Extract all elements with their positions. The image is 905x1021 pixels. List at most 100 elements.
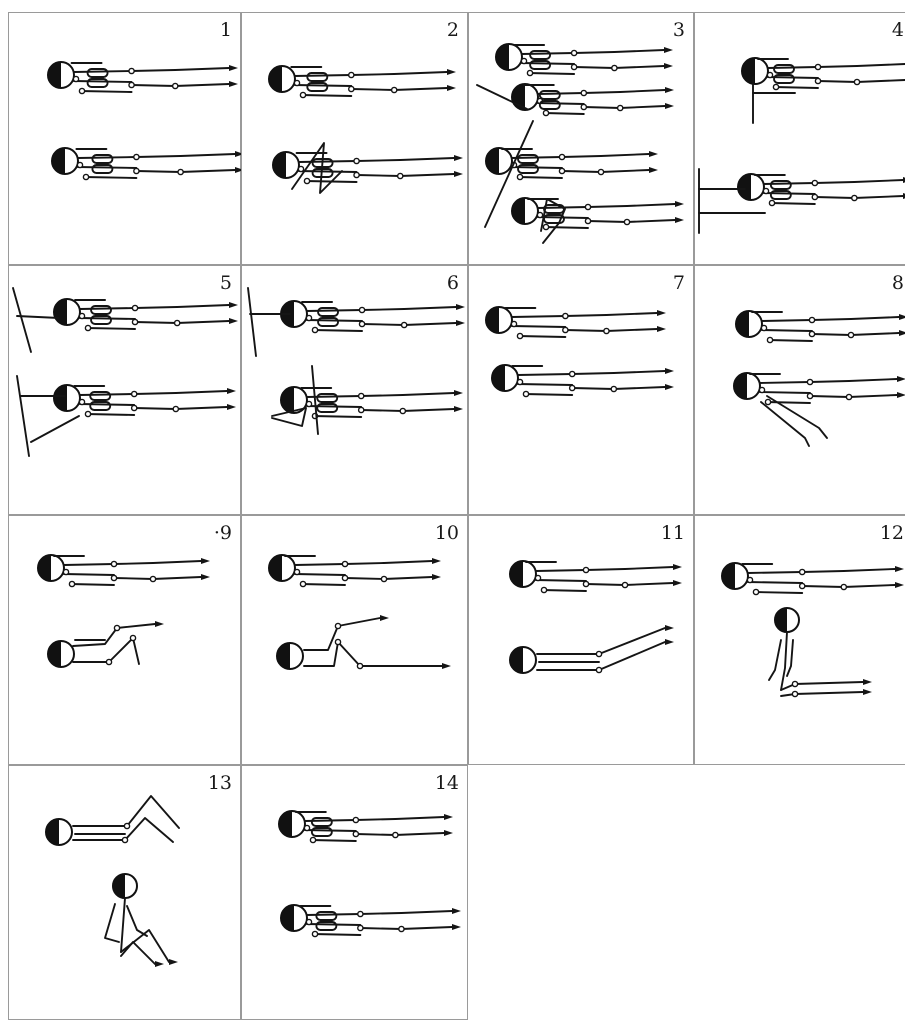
exercise-illustration xyxy=(242,266,469,516)
head xyxy=(722,563,748,589)
supine-figure xyxy=(277,615,451,669)
exercise-number: ·9 xyxy=(214,522,232,544)
exercise-illustration xyxy=(695,516,905,766)
exercise-illustration xyxy=(9,766,242,1021)
exercise-illustration xyxy=(469,13,695,266)
exercise-panel: 1 xyxy=(8,12,241,265)
supine-figure xyxy=(46,796,179,845)
exercise-number: 3 xyxy=(673,19,685,41)
exercise-panel: 4 xyxy=(694,12,905,265)
head xyxy=(492,365,518,391)
head xyxy=(113,874,137,898)
exercise-number: 13 xyxy=(208,772,232,794)
exercise-number: 8 xyxy=(892,272,904,294)
supine-figure xyxy=(496,44,673,76)
exercise-panel: 14 xyxy=(241,765,468,1020)
head xyxy=(277,643,303,669)
head xyxy=(48,641,74,667)
supine-figure xyxy=(269,555,441,587)
head xyxy=(510,561,536,587)
exercise-panel: 13 xyxy=(8,765,241,1020)
exercise-panel: 11 xyxy=(468,515,694,765)
exercise-number: 5 xyxy=(220,272,232,294)
exercise-panel: 3 xyxy=(468,12,694,265)
supine-figure xyxy=(742,58,905,90)
head xyxy=(269,555,295,581)
head xyxy=(46,819,72,845)
supine-figure xyxy=(38,555,210,587)
exercise-panel: 2 xyxy=(241,12,468,265)
exercise-panel: 12 xyxy=(694,515,905,765)
exercise-number: 10 xyxy=(435,522,459,544)
supine-figure xyxy=(48,62,238,94)
supine-figure xyxy=(54,299,238,331)
supine-figure xyxy=(510,561,682,593)
exercise-illustration xyxy=(242,516,469,766)
exercise-illustration xyxy=(242,766,469,1021)
exercise-number: 4 xyxy=(892,19,904,41)
supine-figure xyxy=(492,365,674,397)
head xyxy=(269,66,295,92)
head xyxy=(742,58,768,84)
exercise-panel: 10 xyxy=(241,515,468,765)
supine-figure xyxy=(54,385,236,417)
supine-figure xyxy=(510,625,674,673)
supine-figure xyxy=(279,811,453,843)
arm-lines xyxy=(699,77,795,233)
head xyxy=(738,174,764,200)
exercise-number: 1 xyxy=(220,19,232,41)
head xyxy=(48,62,74,88)
head xyxy=(736,311,762,337)
supine-figure xyxy=(48,621,164,667)
head xyxy=(54,385,80,411)
head xyxy=(775,608,799,632)
exercise-panel: 8 xyxy=(694,265,905,515)
exercise-illustration xyxy=(9,266,242,516)
supine-figure xyxy=(281,301,465,333)
head xyxy=(54,299,80,325)
sitting-figure xyxy=(105,874,178,967)
exercise-illustration xyxy=(9,516,242,766)
head xyxy=(512,84,538,110)
supine-figure xyxy=(52,148,242,180)
head xyxy=(734,373,760,399)
supine-figure xyxy=(722,563,904,595)
head xyxy=(273,152,299,178)
supine-figure xyxy=(486,148,658,180)
head xyxy=(279,811,305,837)
supine-figure xyxy=(734,373,905,446)
head xyxy=(486,148,512,174)
exercise-illustration xyxy=(469,516,695,766)
exercise-illustration xyxy=(695,266,905,516)
exercise-number: 11 xyxy=(661,522,685,544)
head xyxy=(52,148,78,174)
head xyxy=(512,198,538,224)
head xyxy=(510,647,536,673)
exercise-number: 12 xyxy=(880,522,904,544)
supine-figure xyxy=(281,905,461,937)
exercise-illustration xyxy=(242,13,469,266)
exercise-number: 7 xyxy=(673,272,685,294)
head xyxy=(281,905,307,931)
exercise-panel: 6 xyxy=(241,265,468,515)
supine-figure xyxy=(738,174,905,206)
exercise-illustration xyxy=(9,13,242,266)
supine-figure xyxy=(512,198,684,230)
exercise-number: 2 xyxy=(447,19,459,41)
supine-figure xyxy=(736,311,905,343)
exercise-panel: 5 xyxy=(8,265,241,515)
supine-figure xyxy=(269,66,456,98)
supine-figure xyxy=(281,387,463,419)
head xyxy=(496,44,522,70)
exercise-panel: 7 xyxy=(468,265,694,515)
exercise-illustration xyxy=(469,266,695,516)
head xyxy=(486,307,512,333)
exercise-number: 6 xyxy=(447,272,459,294)
sitting-figure xyxy=(769,608,872,697)
supine-figure xyxy=(512,84,674,116)
exercise-number: 14 xyxy=(435,772,459,794)
supine-figure xyxy=(273,143,463,193)
exercise-illustration xyxy=(695,13,905,266)
exercise-panel: ·9 xyxy=(8,515,241,765)
